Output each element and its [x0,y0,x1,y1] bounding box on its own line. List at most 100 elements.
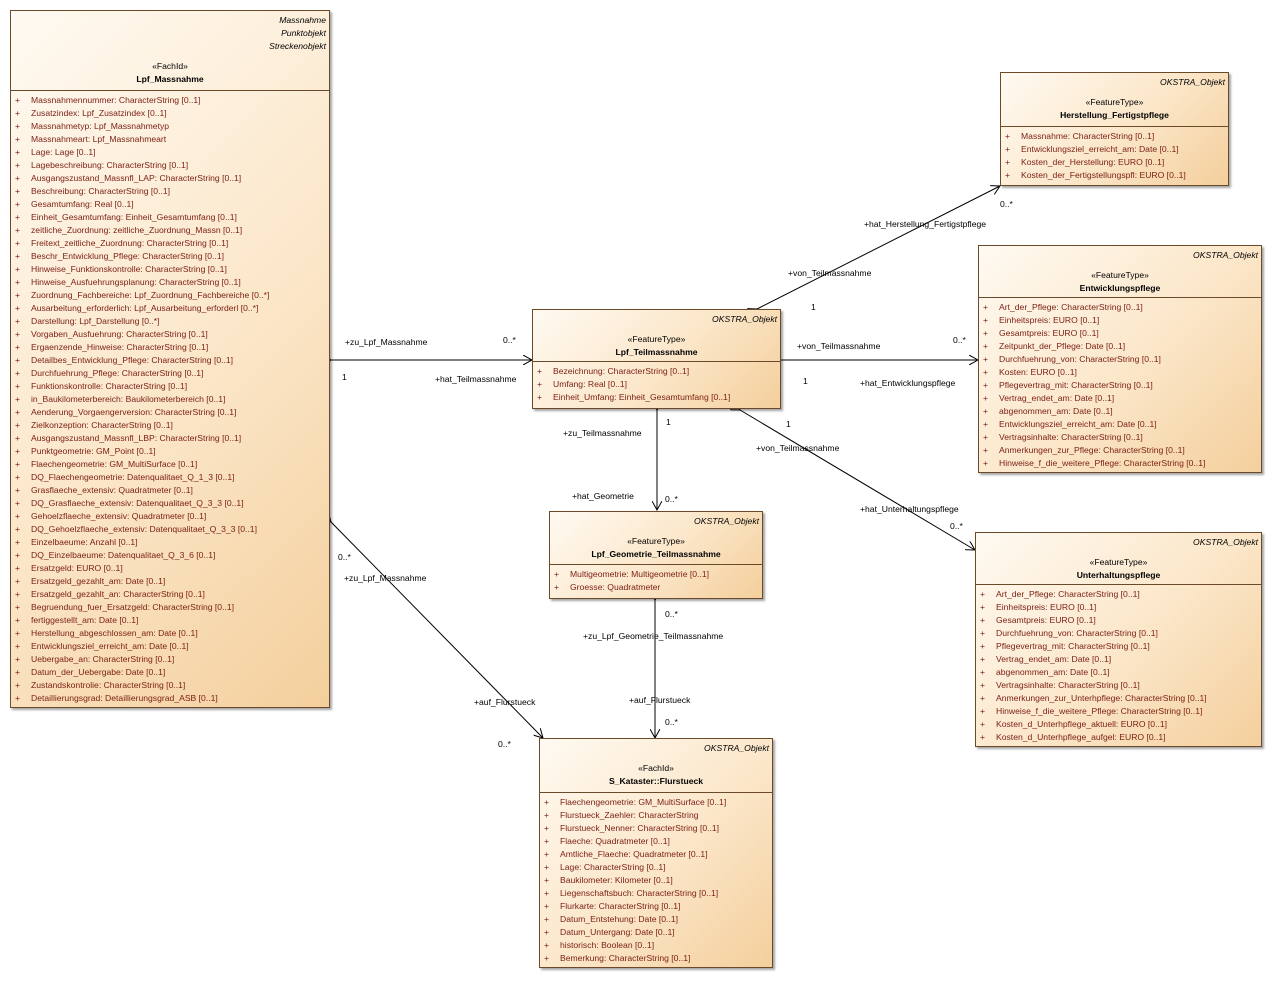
attribute-row: +Datum_Entstehung: Date [0..1] [540,913,772,926]
visibility-marker: + [554,582,560,592]
attribute-row: +in_Baukilometerbereich: Baukilometerber… [11,393,329,406]
role-label: +hat_Unterhaltungspflege [860,504,959,514]
class-name: Unterhaltungspflege [1076,570,1161,580]
class-name: S_Kataster::Flurstueck [608,776,704,786]
visibility-marker: + [537,392,543,402]
class-lpf-teilmassnahme[interactable]: OKSTRA_Objekt «FeatureType» Lpf_Teilmass… [532,309,781,409]
attribute-list: +Bezeichnung: CharacterString [0..1]+Umf… [533,362,780,404]
multiplicity-label: 1 [803,376,808,386]
attribute-list: +Massnahme: CharacterString [0..1]+Entwi… [1001,127,1228,182]
visibility-marker: + [980,602,986,612]
visibility-marker: + [15,420,21,430]
attribute-text: Ausarbeitung_erforderlich: Lpf_Ausarbeit… [31,303,259,313]
attribute-list: + Massnahmennummer: CharacterString [0..1… [11,91,329,705]
attribute-text: Punktgeometrie: GM_Point [0..1] [31,446,156,456]
attribute-row: +Zustandskontrolie: CharacterString [0..… [11,679,329,692]
attribute-row: +Lage: Lage [0..1] [11,146,329,159]
attribute-text: Lage: Lage [0..1] [31,147,96,157]
attribute-row: +Hinweise_Ausfuehrungsplanung: Character… [11,276,329,289]
attribute-row: +zeitliche_Zuordnung: zeitliche_Zuordnun… [11,224,329,237]
assoc-teilmassnahme-unterhaltung [740,410,975,550]
attribute-row: +Flurkarte: CharacterString [0..1] [540,900,772,913]
attribute-text: Multigeometrie: Multigeometrie [0..1] [570,569,709,579]
attribute-text: Datum_Entstehung: Date [0..1] [560,914,678,924]
attribute-row: +Durchfuehrung_Pflege: CharacterString [… [11,367,329,380]
visibility-marker: + [15,251,21,261]
attribute-text: Groesse: Quadratmeter [570,582,661,592]
attribute-row: +Flurstueck_Zaehler: CharacterString [540,809,772,822]
visibility-marker: + [15,290,21,300]
visibility-marker: + [15,329,21,339]
class-tags: OKSTRA_Objekt [704,743,769,753]
attribute-text: Durchfuehrung_von: CharacterString [0..1… [999,354,1161,364]
visibility-marker: + [544,810,550,820]
attribute-text: Uebergabe_an: CharacterString [0..1] [31,654,175,664]
visibility-marker: + [15,667,21,677]
visibility-marker: + [983,315,989,325]
role-label: +zu_Lpf_Massnahme [344,573,427,583]
class-stereotype: «FachId» [638,763,674,773]
attribute-row: +Hinweise_Funktionskontrolle: CharacterS… [11,263,329,276]
visibility-marker: + [15,524,21,534]
attribute-text: Gehoelzflaeche_extensiv: Quadratmeter [0… [31,511,207,521]
attribute-text: Einheit_Umfang: Einheit_Gesamtumfang [0.… [553,392,731,402]
attribute-row: +Lage: CharacterString [0..1] [540,861,772,874]
class-tags: OKSTRA_Objekt [1193,537,1258,547]
attribute-row: +Umfang: Real [0..1] [533,378,780,391]
attribute-text: Durchfuehrung_Pflege: CharacterString [0… [31,368,204,378]
visibility-marker: + [15,550,21,560]
attribute-row: +fertiggestellt_am: Date [0..1] [11,614,329,627]
visibility-marker: + [15,394,21,404]
visibility-marker: + [15,199,21,209]
visibility-marker: + [983,328,989,338]
visibility-marker: + [980,589,986,599]
attribute-row: + Einheit_Umfang: Einheit_Gesamtumfang [0… [533,391,780,404]
attribute-text: Massnahmennummer: CharacterString [0..1] [31,95,201,105]
attribute-row: +Herstellung_abgeschlossen_am: Date [0..… [11,627,329,640]
attribute-text: Grasflaeche_extensiv: Quadratmeter [0..1… [31,485,193,495]
multiplicity-label: 0..* [665,609,678,619]
attribute-row: +Flaechengeometrie: GM_MultiSurface [0..… [540,796,772,809]
visibility-marker: + [15,576,21,586]
attribute-row: +Kosten_d_Unterhpflege_aktuell: EURO [0.… [976,718,1261,731]
attribute-row: +Punktgeometrie: GM_Point [0..1] [11,445,329,458]
attribute-list: +Flaechengeometrie: GM_MultiSurface [0..… [540,793,772,965]
attribute-text: Einheit_Gesamtumfang: Einheit_Gesamtumfa… [31,212,237,222]
class-stereotype: «FachId» [152,61,188,71]
attribute-text: Hinweise_f_die_weitere_Pflege: Character… [996,706,1203,716]
attribute-row: +Hinweise_f_die_weitere_Pflege: Characte… [976,705,1261,718]
class-s-kataster-flurstueck[interactable]: OKSTRA_Objekt «FachId» S_Kataster::Flurs… [539,738,773,968]
visibility-marker: + [537,366,543,376]
attribute-row: +Anmerkungen_zur_Unterhpflege: Character… [976,692,1261,705]
role-label: +von_Teilmassnahme [756,443,840,453]
attribute-row: +abgenommen_am: Date [0..1] [976,666,1261,679]
role-label: +zu_Lpf_Massnahme [345,337,428,347]
visibility-marker: + [980,667,986,677]
attribute-text: Ersatzgeld_gezahlt_am: Date [0..1] [31,576,166,586]
class-lpf-geometrie-teilmassnahme[interactable]: OKSTRA_Objekt «FeatureType» Lpf_Geometri… [549,511,763,599]
attribute-text: Begruendung_fuer_Ersatzgeld: CharacterSt… [31,602,235,612]
attribute-list: +Multigeometrie: Multigeometrie [0..1]+G… [550,565,762,594]
attribute-row: +Detailbes_Entwicklung_Pflege: Character… [11,354,329,367]
attribute-row: +Massnahmennummer: CharacterString [0..1… [11,94,329,107]
visibility-marker: + [544,953,550,963]
visibility-marker: + [15,459,21,469]
visibility-marker: + [983,458,989,468]
class-herstellung-fertigstpflege[interactable]: OKSTRA_Objekt «FeatureType» Herstellung_… [1000,72,1229,186]
class-unterhaltungspflege[interactable]: OKSTRA_Objekt «FeatureType» Unterhaltung… [975,532,1262,747]
attribute-row: +historisch: Boolean [0..1] [540,939,772,952]
visibility-marker: + [15,693,21,703]
attribute-row: +Massnahme: CharacterString [0..1] [1001,130,1228,143]
attribute-text: Darstellung: Lpf_Darstellung [0..*] [31,316,160,326]
visibility-marker: + [15,498,21,508]
attribute-row: +Einheitspreis: EURO [0..1] [976,601,1261,614]
class-lpf-massnahme[interactable]: Massnahme Punktobjekt Streckenobjekt «Fa… [10,10,330,708]
class-entwicklungspflege[interactable]: OKSTRA_Objekt «FeatureType» Entwicklungs… [978,245,1262,473]
attribute-row: +Durchfuehrung_von: CharacterString [0..… [979,353,1261,366]
attribute-row: +Gesamtpreis: EURO [0..1] [976,614,1261,627]
attribute-list: +Art_der_Pflege: CharacterString [0..1]+… [979,298,1261,470]
attribute-row: +Einzelbaeume: Anzahl [0..1] [11,536,329,549]
attribute-text: Aenderung_Vorgaengerversion: CharacterSt… [31,407,237,417]
attribute-text: Gesamtpreis: EURO [0..1] [999,328,1099,338]
attribute-text: Flurstueck_Nenner: CharacterString [0..1… [560,823,720,833]
